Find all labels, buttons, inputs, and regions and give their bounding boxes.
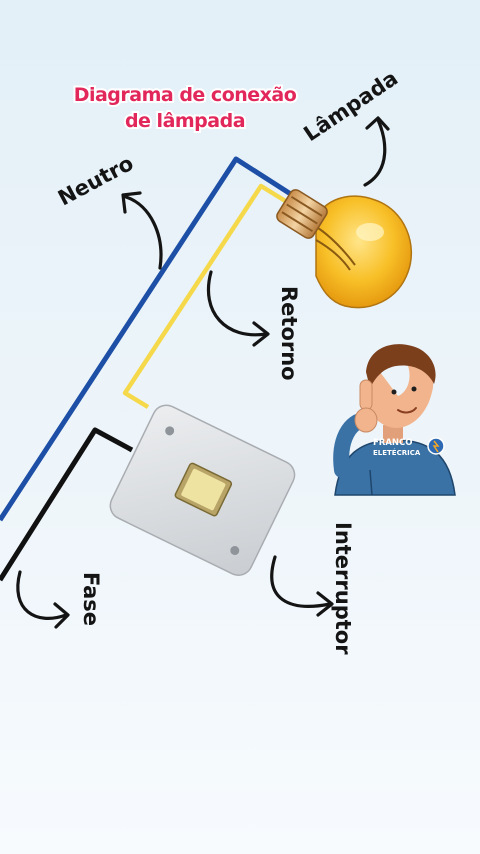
- phase-wire: [0, 427, 134, 582]
- badge-line-2: ELETÉCRICA: [373, 448, 421, 457]
- neutral-wire: [0, 156, 302, 522]
- electrician-character: FRANCO ELETÉCRICA: [333, 344, 456, 496]
- label-phase: Fase: [79, 572, 103, 626]
- title-line-1: Diagrama de conexão: [74, 84, 297, 106]
- light-bulb-icon: [276, 189, 413, 309]
- label-return: Retorno: [277, 286, 301, 381]
- return-wire: [122, 183, 302, 409]
- light-switch-icon: [109, 404, 296, 576]
- arrow-lamp: [363, 116, 390, 187]
- label-switch: Interruptor: [331, 522, 355, 655]
- title-line-2: de lâmpada: [125, 110, 245, 132]
- arrow-switch: [270, 555, 334, 617]
- badge-line-1: FRANCO: [373, 438, 413, 448]
- diagram-title: Diagrama de conexão de lâmpada: [72, 82, 300, 134]
- label-lamp: Lâmpada: [299, 66, 402, 146]
- arrow-phase: [16, 570, 70, 629]
- arrow-neutral: [121, 191, 163, 270]
- arrow-return: [206, 270, 270, 347]
